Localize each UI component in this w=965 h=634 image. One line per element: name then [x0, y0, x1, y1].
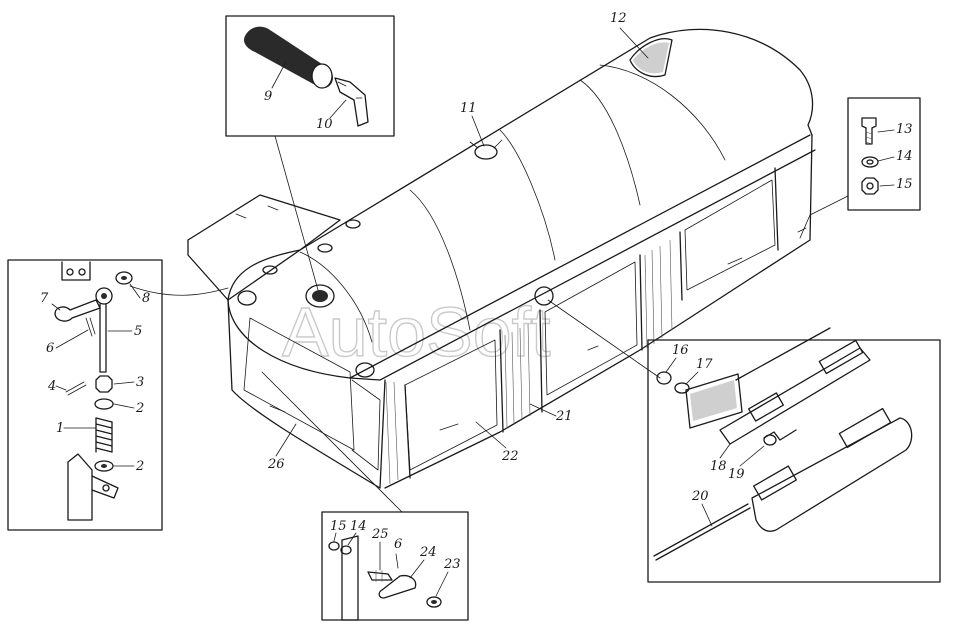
inset-hinge-assembly: [547, 299, 941, 583]
callout-14-right: 14: [896, 149, 913, 164]
callout-2-lower: 2: [135, 459, 144, 474]
callout-labels: 1 2 2 3 4 5 6 7 8 9 10 11 12 13 14 15 15…: [40, 11, 913, 597]
callout-2-upper: 2: [135, 401, 144, 416]
callout-7: 7: [40, 291, 49, 306]
callout-5: 5: [134, 324, 142, 339]
callout-26: 26: [267, 457, 285, 472]
callout-6-bottom: 6: [394, 537, 402, 552]
callout-11: 11: [460, 101, 477, 116]
callout-10: 10: [316, 117, 333, 132]
callout-1: 1: [56, 421, 64, 436]
callout-24: 24: [419, 545, 437, 560]
inset-spring-bolt-assembly: [7, 259, 229, 531]
callout-18: 18: [710, 459, 727, 474]
callout-19: 19: [728, 467, 745, 482]
callout-15-right: 15: [896, 177, 913, 192]
inset-bolt-set: [799, 97, 921, 239]
callout-15-bottom: 15: [330, 519, 347, 534]
callout-20: 20: [691, 489, 709, 504]
callout-4: 4: [47, 379, 56, 394]
callout-22: 22: [501, 449, 519, 464]
inset-latch-handle: [261, 371, 469, 621]
callout-9: 9: [264, 89, 272, 104]
callout-16: 16: [672, 343, 689, 358]
callout-21: 21: [555, 409, 573, 424]
callout-8: 8: [142, 291, 150, 306]
callout-6-left: 6: [46, 341, 54, 356]
callout-17: 17: [696, 357, 713, 372]
callout-3: 3: [136, 375, 144, 390]
callout-13: 13: [896, 122, 913, 137]
hood-body: [187, 28, 816, 489]
callout-12: 12: [610, 11, 627, 26]
callout-14-bottom: 14: [350, 519, 367, 534]
watermark: AutoSoft: [282, 293, 551, 371]
callout-25: 25: [371, 527, 389, 542]
callout-23: 23: [443, 557, 461, 572]
inset-grip-and-nozzle: [225, 15, 395, 291]
